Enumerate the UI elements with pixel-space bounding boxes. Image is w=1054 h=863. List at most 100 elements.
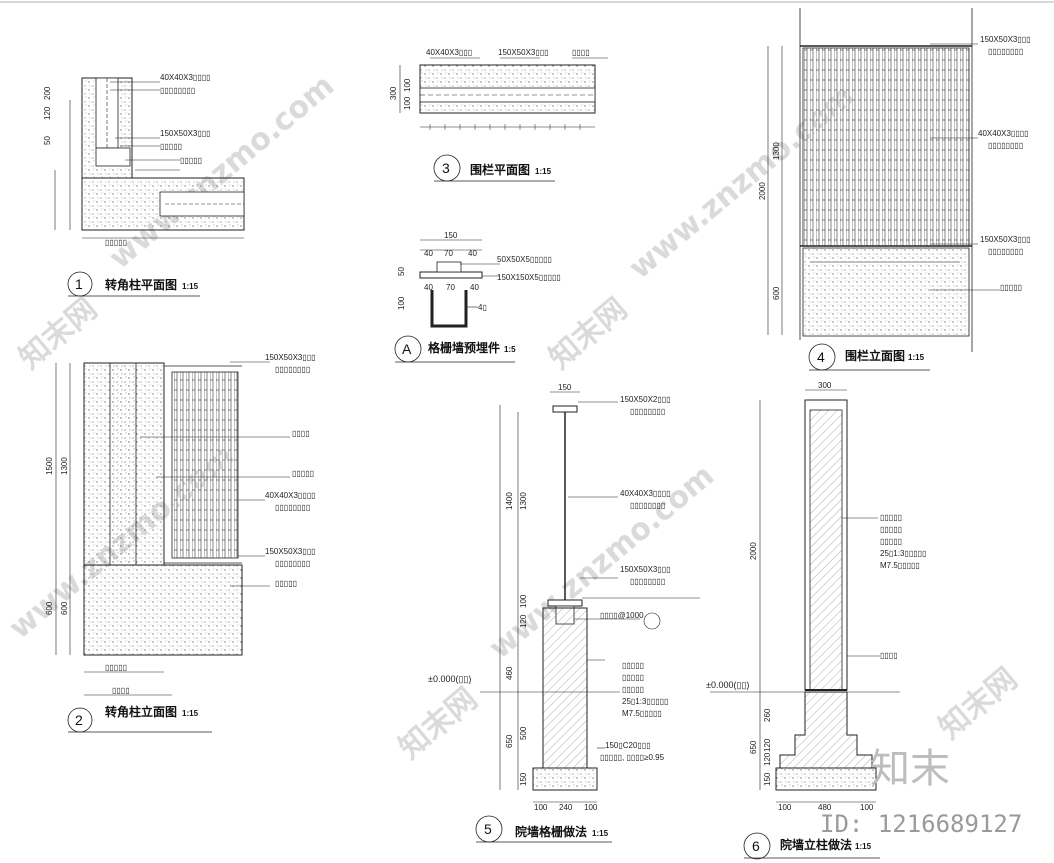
dimension: 260 bbox=[763, 708, 772, 722]
detail-number: A bbox=[402, 341, 412, 357]
note: ▯▯▯▯▯ bbox=[880, 525, 902, 534]
detail-title: 围栏立面图 bbox=[845, 348, 905, 363]
dimension: 480 bbox=[818, 803, 832, 812]
dimension: 2000 bbox=[749, 542, 758, 560]
detail-scale: 1:15 bbox=[535, 167, 552, 176]
note: ▯▯▯▯▯▯▯▯ bbox=[988, 247, 1023, 256]
detail-number: 3 bbox=[442, 160, 450, 176]
detail-number: 1 bbox=[75, 276, 83, 292]
note: 150X50X3▯▯▯ bbox=[620, 565, 671, 574]
detail-number: 5 bbox=[484, 821, 492, 837]
dimension: 100 bbox=[397, 296, 406, 310]
note: ▯▯▯▯@1000 bbox=[600, 611, 644, 620]
dimension: 600 bbox=[772, 286, 781, 300]
note: 40X40X3▯▯▯▯ bbox=[978, 129, 1029, 138]
note: 150X50X3▯▯▯ bbox=[265, 353, 316, 362]
dimension: 500 bbox=[519, 726, 528, 740]
dimension: 1300 bbox=[60, 457, 69, 475]
detail-scale: 1:15 bbox=[182, 709, 199, 718]
note: 150X50X2▯▯▯ bbox=[620, 395, 671, 404]
detail-title: 院墙立柱做法 bbox=[780, 837, 852, 852]
elevation-mark: ±0.000(▯▯) bbox=[706, 680, 749, 690]
note: ▯▯▯▯▯▯▯▯ bbox=[988, 141, 1023, 150]
dimension: 40 bbox=[470, 283, 479, 292]
note: M7.5▯▯▯▯▯ bbox=[622, 709, 662, 718]
note: ▯▯▯▯▯▯▯▯ bbox=[988, 47, 1023, 56]
detail-number: 2 bbox=[75, 712, 83, 728]
dimension: ▯▯▯▯▯ bbox=[105, 238, 127, 247]
dimension: 70 bbox=[446, 283, 455, 292]
detail-scale: 1:15 bbox=[592, 829, 609, 838]
dimension: 40 bbox=[468, 249, 477, 258]
dimension: 50 bbox=[43, 136, 52, 145]
note: ▯▯▯▯▯ bbox=[1000, 283, 1022, 292]
note: ▯▯▯▯▯▯▯▯ bbox=[275, 365, 310, 374]
detail-title: 格栅墙预埋件 bbox=[428, 340, 500, 355]
detail-scale: 1:15 bbox=[908, 353, 925, 362]
note: 25▯1:3▯▯▯▯▯ bbox=[880, 549, 926, 558]
dimension: 650 bbox=[505, 734, 514, 748]
dimension: 100 bbox=[403, 78, 412, 92]
dimension: 40 bbox=[424, 283, 433, 292]
dimension: 150 bbox=[763, 772, 772, 786]
note: ▯▯▯▯▯▯▯▯ bbox=[630, 407, 665, 416]
dimension: 150 bbox=[558, 383, 572, 392]
dimension: ▯▯▯▯▯ bbox=[105, 663, 127, 672]
note: ▯▯▯▯▯▯▯▯ bbox=[160, 86, 195, 95]
note: ▯▯▯▯▯ bbox=[622, 673, 644, 682]
dimension: 70 bbox=[444, 249, 453, 258]
note: 150X50X3▯▯▯ bbox=[980, 35, 1031, 44]
note: 25▯1:3▯▯▯▯▯ bbox=[622, 697, 668, 706]
detail-scale: 1:5 bbox=[504, 345, 516, 354]
note: ▯▯▯▯▯ bbox=[292, 469, 314, 478]
detail-6-courtyard-column: ±0.000(▯▯) ▯▯▯▯▯ ▯▯▯▯▯ ▯▯▯▯▯ 25▯1:3▯▯▯▯▯… bbox=[706, 381, 926, 860]
note: 4▯ bbox=[478, 303, 487, 312]
dimension: 1300 bbox=[519, 492, 528, 510]
dimension: 150 bbox=[519, 772, 528, 786]
dimension: 120 bbox=[763, 738, 772, 752]
note: ▯▯▯▯▯ bbox=[160, 142, 182, 151]
watermark-text: www.znzmo.com bbox=[103, 68, 341, 276]
detail-2-corner-column-elevation: 150X50X3▯▯▯ ▯▯▯▯▯▯▯▯ ▯▯▯▯ ▯▯▯▯▯ 40X40X3▯… bbox=[45, 353, 316, 733]
dimension: 650 bbox=[749, 740, 758, 754]
dimension: 120 bbox=[43, 106, 52, 120]
note: ▯▯▯▯▯ bbox=[622, 685, 644, 694]
note: 40X40X3▯▯▯ bbox=[426, 48, 472, 57]
detail-title: 围栏平面图 bbox=[470, 162, 530, 177]
dimension: 1500 bbox=[45, 457, 54, 475]
detail-number: 6 bbox=[752, 838, 760, 854]
dimension: 240 bbox=[559, 803, 573, 812]
dimension: 200 bbox=[43, 86, 52, 100]
dimension: 2000 bbox=[758, 182, 767, 200]
note: ▯▯▯▯▯ bbox=[275, 579, 297, 588]
note: 50X50X5▯▯▯▯▯ bbox=[497, 255, 552, 264]
dimension: 50 bbox=[397, 267, 406, 276]
dimension: 460 bbox=[505, 666, 514, 680]
note: ▯▯▯▯▯▯▯▯ bbox=[630, 501, 665, 510]
note: ▯▯▯▯▯▯▯▯ bbox=[275, 559, 310, 568]
dimension: 1400 bbox=[505, 492, 514, 510]
detail-title: 院墙格栅做法 bbox=[515, 824, 587, 839]
dimension: 600 bbox=[45, 601, 54, 615]
detail-number: 4 bbox=[817, 349, 825, 365]
note: ▯▯▯▯▯, ▯▯▯▯≥0.95 bbox=[600, 753, 665, 762]
dimension: 100 bbox=[519, 594, 528, 608]
dimension: 100 bbox=[534, 803, 548, 812]
note: ▯▯▯▯ bbox=[292, 429, 310, 438]
detail-scale: 1:15 bbox=[855, 842, 872, 851]
note: 150X50X3▯▯▯ bbox=[265, 547, 316, 556]
note: ▯▯▯▯▯▯▯▯ bbox=[275, 503, 310, 512]
note: 40X40X3▯▯▯▯ bbox=[160, 73, 211, 82]
detail-title: 转角柱平面图 bbox=[105, 277, 177, 292]
note: 150X150X5▯▯▯▯▯ bbox=[497, 273, 561, 282]
detail-A-grille-embedded-part: 150 40 70 40 100 50 40 70 40 50X50X5▯▯▯▯… bbox=[394, 231, 561, 363]
note: ▯▯▯▯▯ bbox=[180, 156, 202, 165]
note: 150▯C20▯▯▯ bbox=[605, 741, 651, 750]
note: 40X40X3▯▯▯▯ bbox=[265, 491, 316, 500]
note: M7.5▯▯▯▯▯ bbox=[880, 561, 920, 570]
dimension: 1300 bbox=[772, 142, 781, 160]
dimension: 300 bbox=[389, 86, 398, 100]
watermark-text: 知末网 bbox=[933, 661, 1024, 746]
id-label: ID: 1216689127 bbox=[820, 810, 1022, 838]
detail-3-fence-plan: 40X40X3▯▯▯ 150X50X3▯▯▯ ▯▯▯▯ 300 100 100 … bbox=[389, 48, 608, 182]
